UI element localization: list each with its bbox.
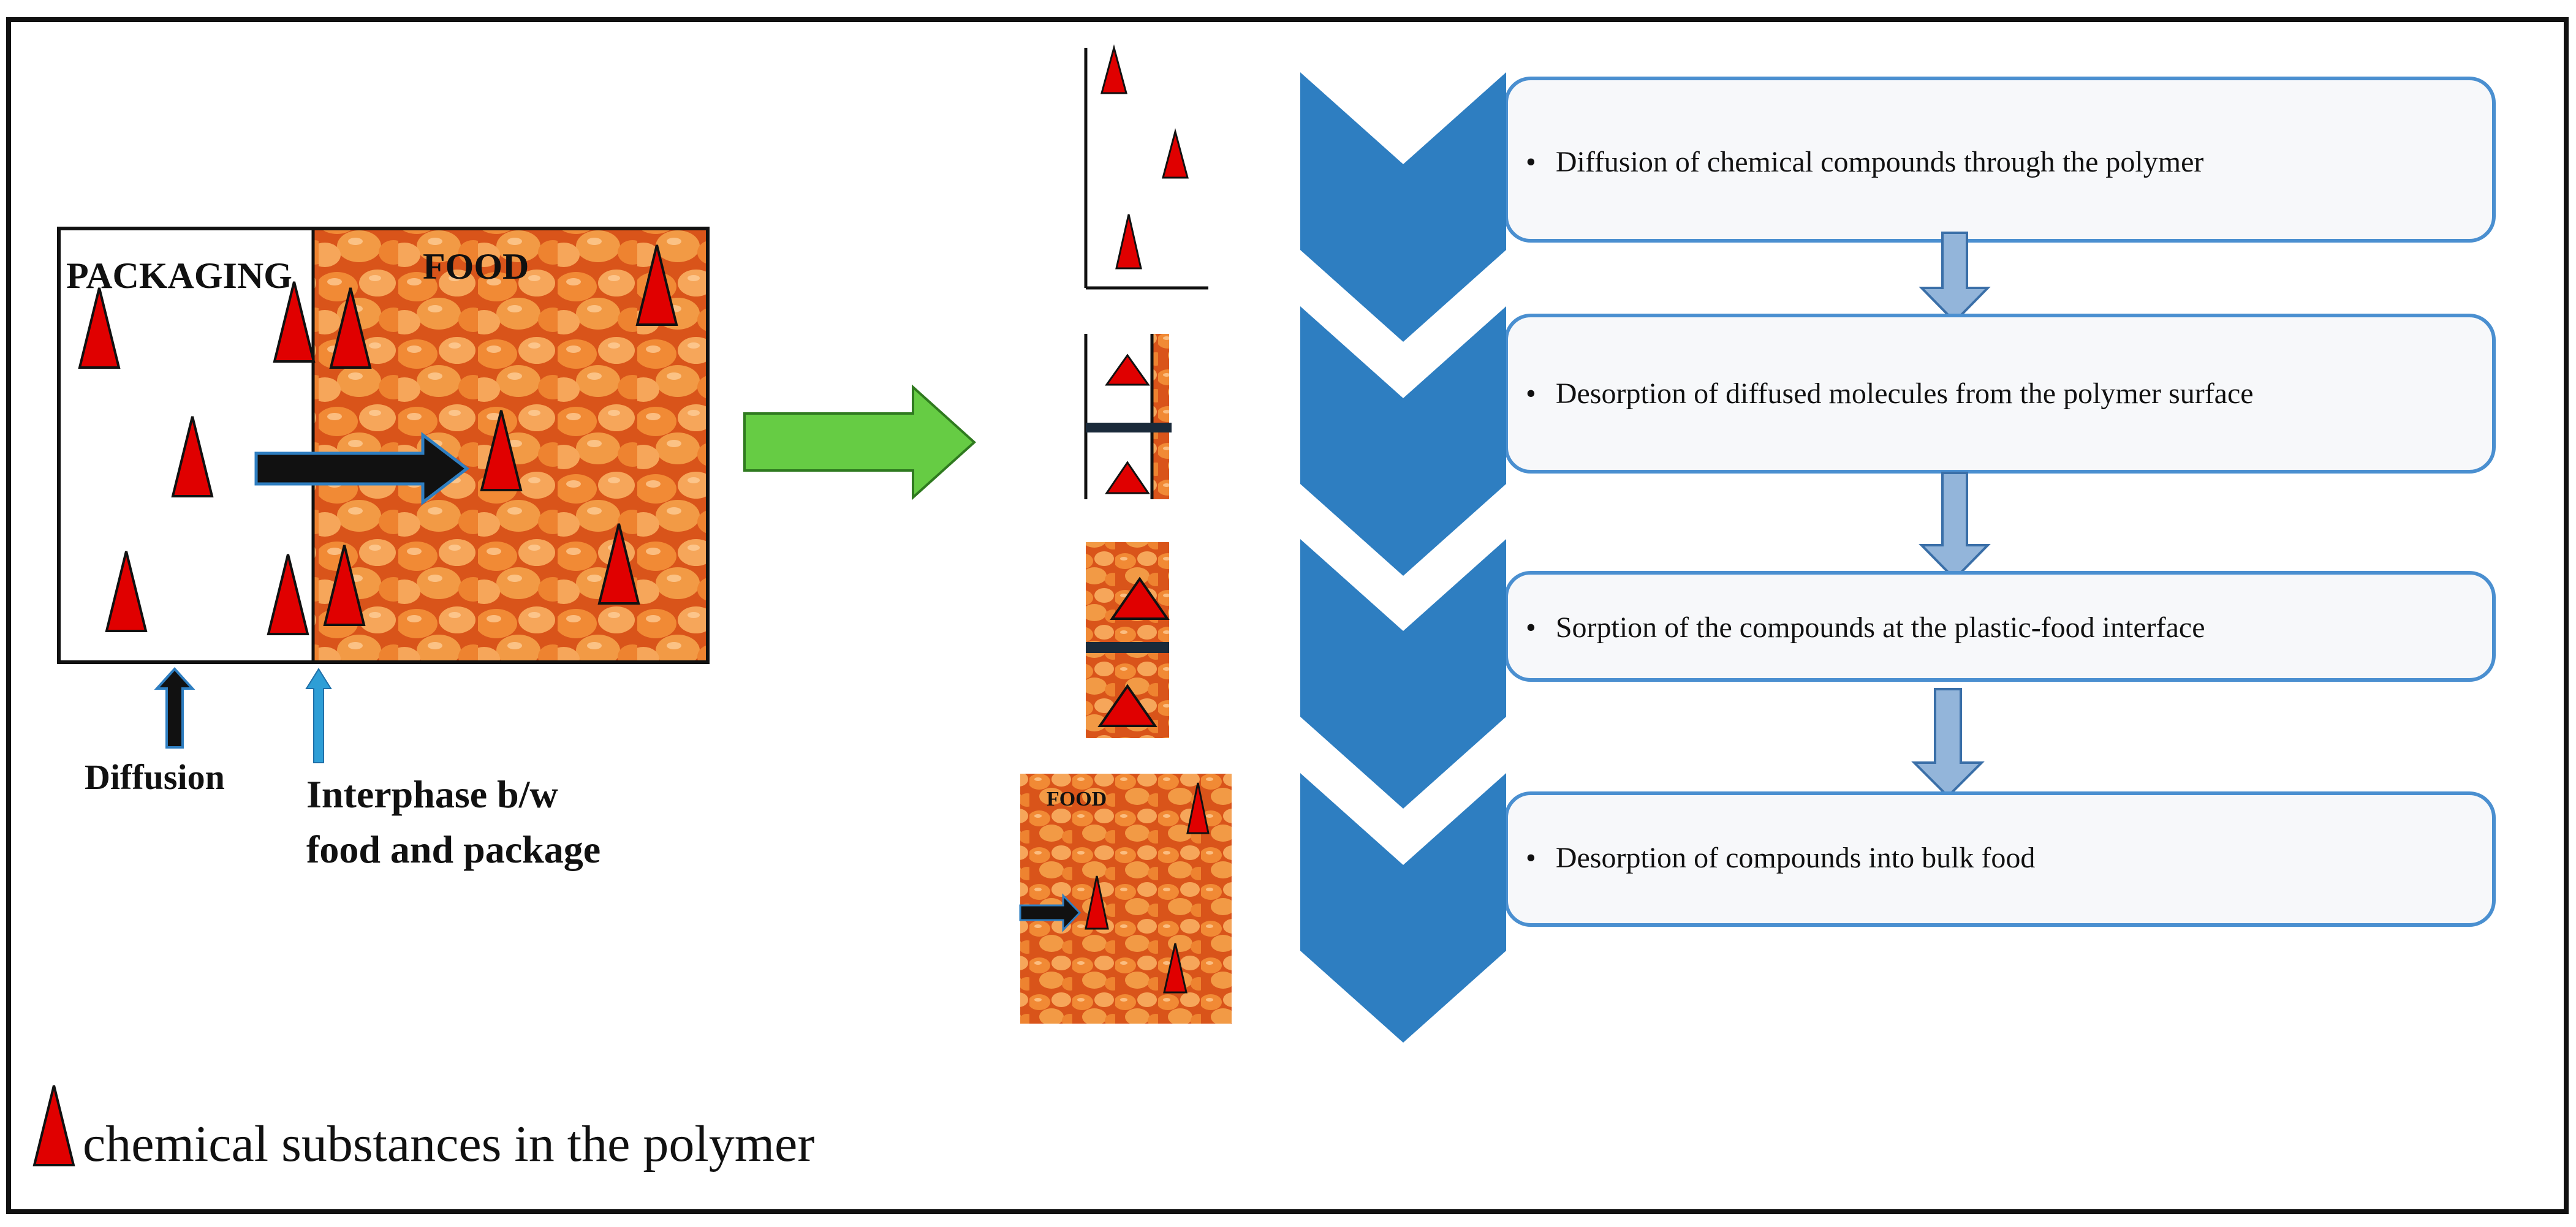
panel-border — [57, 227, 710, 664]
step-1-bullet: • — [1526, 146, 1536, 178]
red-triangle-icon — [480, 410, 523, 491]
interphase-label-line1: Interphase b/w — [306, 772, 558, 816]
red-triangle-icon — [1105, 353, 1150, 386]
step-1-label: Diffusion of chemical compounds through … — [1556, 146, 2204, 178]
diffusion-up-arrow — [154, 667, 195, 749]
process-steps: • Diffusion of chemical compounds throug… — [1300, 72, 2496, 1043]
red-triangle-icon — [635, 244, 678, 326]
step-3-bullet: • — [1526, 611, 1536, 644]
step-down-arrow — [1919, 232, 1991, 323]
legend-label: chemical substances in the polymer — [83, 1116, 814, 1172]
food-label-small: FOOD — [1047, 788, 1107, 810]
step-4-label: Desorption of compounds into bulk food — [1556, 842, 2036, 874]
red-triangle-icon — [1163, 943, 1188, 994]
step-1-chevron — [1300, 72, 1506, 342]
step-1-text: • Diffusion of chemical compounds throug… — [1526, 146, 2203, 178]
step-2-text: • Desorption of diffused molecules from … — [1526, 377, 2254, 410]
red-triangle-icon — [1100, 44, 1127, 94]
red-triangle-icon — [273, 281, 316, 363]
red-triangle-icon — [597, 523, 640, 605]
interphase-label-line2: food and package — [306, 828, 600, 871]
food-label: FOOD — [423, 246, 529, 287]
packaging-food-panel: PACKAGING FOOD Diffusion Interphase b/w … — [57, 227, 710, 871]
red-triangle-icon — [32, 1085, 75, 1166]
step-3-label: Sorption of the compounds at the plastic… — [1556, 611, 2205, 644]
step-down-arrow — [1919, 472, 1991, 581]
red-triangle-icon — [1085, 875, 1109, 930]
step-down-arrow — [1911, 688, 1985, 798]
step-2-chevron — [1300, 306, 1506, 576]
red-triangle-icon — [105, 551, 148, 632]
step-4: • Desorption of compounds into bulk food — [1300, 773, 2496, 1043]
thumbnail-polymer — [1084, 44, 1208, 290]
stage-thumbnails: FOOD — [1019, 44, 1232, 1024]
red-triangle-icon — [1097, 684, 1157, 727]
step-4-chevron — [1300, 773, 1506, 1043]
red-triangle-icon — [1105, 461, 1150, 494]
red-triangle-icon — [171, 416, 214, 497]
step-4-text: • Desorption of compounds into bulk food — [1526, 842, 2035, 874]
step-3-chevron — [1300, 539, 1506, 809]
step-3: • Sorption of the compounds at the plast… — [1300, 539, 2496, 809]
step-3-text: • Sorption of the compounds at the plast… — [1526, 611, 2205, 644]
thumbnail-desorption — [1084, 334, 1172, 499]
interphase-up-arrow — [305, 668, 332, 763]
migration-arrow — [254, 431, 470, 506]
red-triangle-icon — [1110, 576, 1170, 620]
red-triangle-icon — [267, 554, 309, 635]
step-1: • Diffusion of chemical compounds throug… — [1300, 72, 2496, 342]
step-4-bullet: • — [1526, 842, 1536, 874]
red-triangle-icon — [323, 545, 366, 626]
diffusion-label: Diffusion — [85, 757, 225, 797]
step-2-bullet: • — [1526, 377, 1536, 410]
red-triangle-icon — [1162, 128, 1189, 179]
step-2: • Desorption of diffused molecules from … — [1300, 306, 2496, 576]
thumbnail-sorption — [1086, 542, 1170, 738]
step-2-label: Desorption of diffused molecules from th… — [1556, 377, 2254, 410]
red-triangle-icon — [78, 287, 121, 369]
packaging-label: PACKAGING — [66, 255, 292, 296]
red-triangle-icon — [329, 287, 372, 369]
red-triangle-icon — [1115, 214, 1142, 270]
legend: chemical substances in the polymer — [32, 1085, 814, 1172]
green-process-arrow — [743, 384, 976, 500]
small-migration-arrow — [1019, 893, 1082, 932]
red-triangle-icon — [1186, 782, 1210, 834]
thumbnail-bulk-food: FOOD — [1019, 774, 1232, 1024]
